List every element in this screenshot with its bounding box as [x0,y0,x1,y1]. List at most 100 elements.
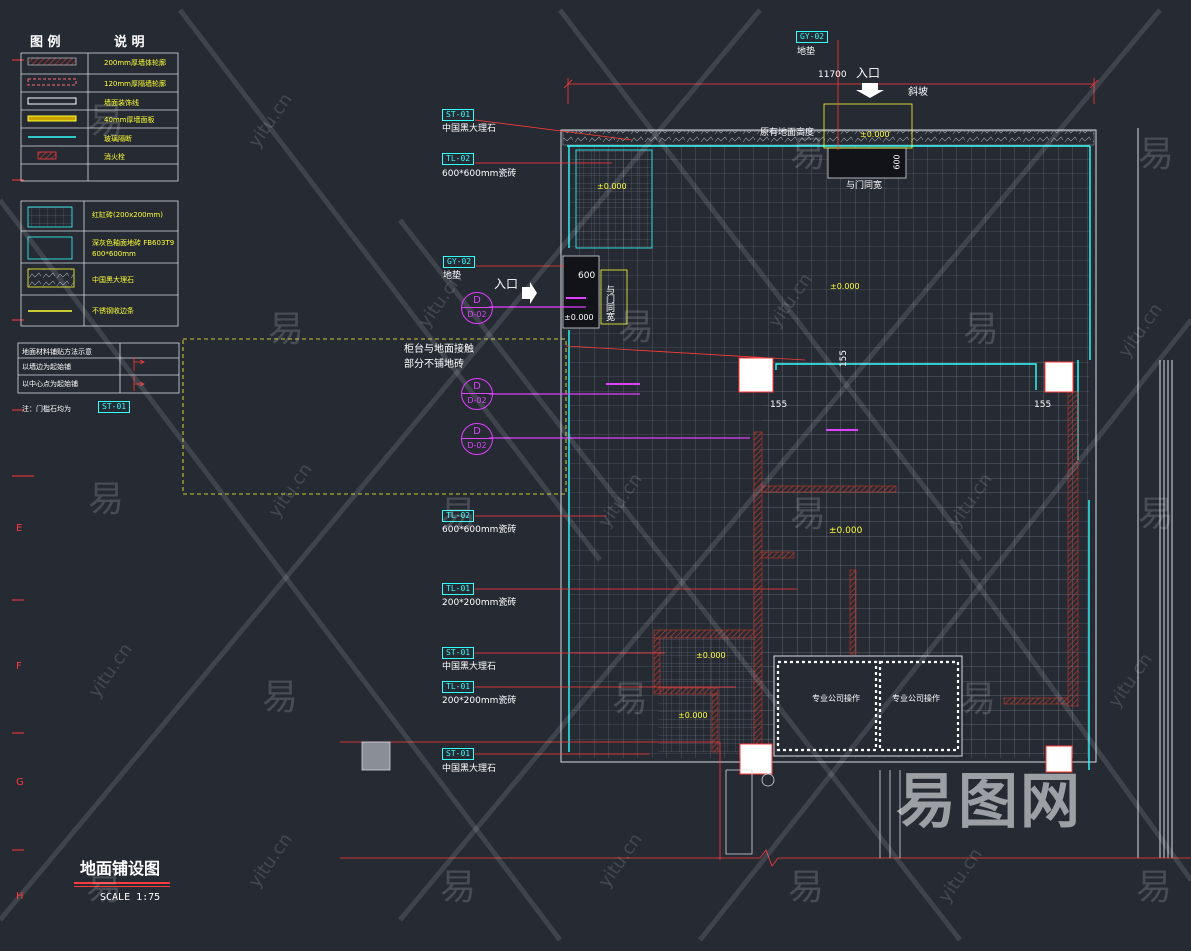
level-mark: ±0.000 [830,282,860,291]
callout-tag: ST-01 [442,748,475,760]
grid-label: G [16,777,24,788]
drawing-title: 地面铺设图 [80,859,161,878]
level-mark: ±0.000 [597,182,627,191]
drawing-scale: SCALE 1:75 [100,892,161,903]
callout-text: 200*200mm瓷砖 [442,696,517,706]
detail-lines [489,297,858,439]
grid-label: E [16,523,23,534]
legend-row-text: 墙面装饰线 [104,99,139,107]
equipment-room-label: 专业公司操作 [812,694,860,703]
outside-elements [361,741,901,858]
ramp-outline [823,103,913,149]
legend-row-text: 玻璃隔断 [104,135,132,143]
detail-letter: D [462,293,492,308]
legend-material-text: 深灰色釉面地砖 FB603T9 600*600mm [92,239,175,258]
watermark-char: 易 [960,679,997,720]
dimension-155-left: 155 [770,400,788,410]
counter-note-line-2: 部分不铺地砖 [404,359,464,370]
watermark-char: 易 [788,867,825,908]
callout-tag: TL-01 [442,681,475,693]
title-underline-thin [74,886,170,887]
entry-arrow-left [522,282,537,304]
detail-bubble[interactable]: D D-02 [461,292,493,324]
detail-bubble[interactable]: D D-02 [461,423,493,455]
callout-text: 中国黑大理石 [442,764,497,774]
entry-label-top: 入口 [856,66,881,80]
equipment-room-label: 专业公司操作 [892,694,940,703]
watermark-logo: 易图网 [896,767,1082,837]
watermark-char: 易 [440,494,477,535]
callout-tag: ST-01 [442,109,475,121]
watermark-char: 易 [963,309,1000,350]
level-mark: ±0.000 [696,651,726,660]
legend-header-left: 图 例 [30,35,61,50]
callout-text: 600*600mm瓷砖 [442,169,517,179]
tile-area-200-top [575,149,653,249]
overall-dimension-text: 11700 [818,70,847,80]
watermark-char: 易 [790,134,827,175]
grid-ticks [12,59,34,851]
entry-arrow-top [856,83,884,98]
legend-frames [17,52,180,394]
level-mark: ±0.000 [860,130,890,139]
watermark-char: 易 [88,101,125,142]
watermark-char: 易 [1138,134,1175,175]
method-title: 地面材料铺贴方法示意 [22,348,92,356]
grid-label: F [16,661,22,672]
columns [738,357,1074,775]
legend-swatches [27,57,145,391]
detail-letter: D [462,379,492,394]
watermark-char: 易 [88,479,125,520]
overall-dimension [563,78,1099,104]
building-outline [560,128,1173,858]
legend-material-text: 中国黑大理石 [92,276,134,284]
callout-tag: TL-02 [442,510,475,522]
level-mark: ±0.000 [564,313,594,322]
watermark-char: 易 [612,679,649,720]
entrance-mat-left [562,255,600,329]
callout-text-top: 地垫 [797,47,816,57]
ramp-label: 斜坡 [908,87,928,98]
leader-lines [340,40,1191,867]
legend-row-text: 120mm厚隔墙轮廓 [104,80,166,88]
detail-bubble[interactable]: D D-02 [461,378,493,410]
watermark-char: 易 [618,307,655,348]
legend-row-text: 消火栓 [104,153,125,161]
walls-hatched [653,391,1079,753]
watermark-char: 易 [262,677,299,718]
method-row: 以中心点为起始铺 [22,380,78,388]
detail-letter: D [462,424,492,439]
detail-code: D-02 [467,310,487,319]
callout-tag: GY-02 [443,256,476,268]
detail-code: D-02 [467,441,487,450]
equipment-rooms [773,655,963,757]
counter-note-line-1: 柜台与地面接触 [404,344,474,355]
callout-text: 600*600mm瓷砖 [442,525,517,535]
dimension-600-left: 600 [578,271,596,281]
callout-text: 200*200mm瓷砖 [442,598,517,608]
threshold-marble-top [562,130,1095,146]
watermark-char: 易 [790,494,827,535]
dimension-155-right: 155 [1034,400,1052,410]
callout-tag-top: GY-02 [796,31,829,43]
dimension-155-top: 155 [839,349,850,368]
legend-header-right: 说 明 [114,35,145,50]
watermark-char: 易 [1136,867,1173,908]
level-mark: ±0.000 [678,711,708,720]
callout-tag: TL-02 [442,153,475,165]
watermark-lines [0,8,1191,942]
watermark-char: 易 [86,867,123,908]
detail-code: D-02 [467,396,487,405]
callout-tag: TL-01 [442,583,475,595]
dimension-600-top: 600 [892,154,902,170]
method-row: 以墙边为起始铺 [22,363,71,371]
counter-zone-outline [182,338,567,495]
level-mark: ±0.000 [829,526,863,536]
note-label: 注：门槛石均为 [22,405,71,413]
legend-material-text: 不锈钢收边条 [92,307,134,315]
existing-floor-label: 原有地面高度 [760,128,815,138]
watermark-char: 易 [440,867,477,908]
title-underline [74,882,170,884]
callout-text: 中国黑大理石 [442,124,497,134]
